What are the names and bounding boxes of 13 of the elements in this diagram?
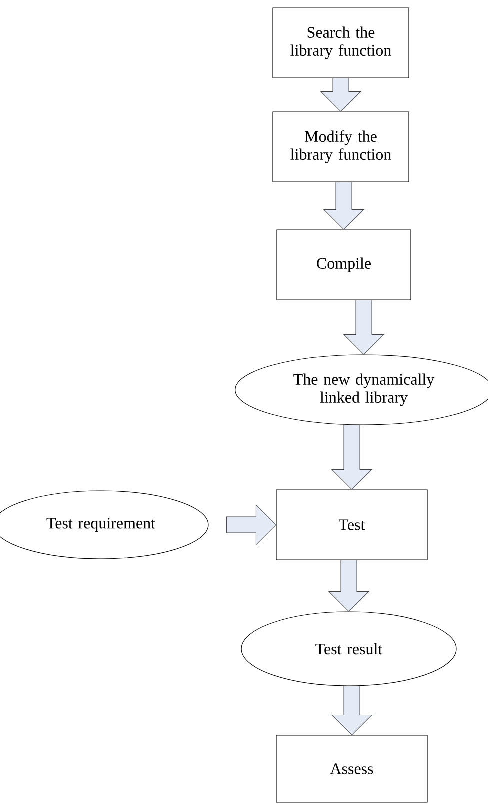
- process-box: Test: [276, 490, 428, 560]
- block-arrow: [332, 686, 372, 736]
- block-arrow: [328, 560, 370, 612]
- process-box: Modify the library function: [272, 112, 410, 182]
- process-box: Compile: [276, 230, 412, 300]
- process-box: Search the library function: [272, 8, 410, 78]
- block-arrow: [332, 425, 372, 490]
- block-arrow: [320, 78, 362, 112]
- process-box: Assess: [276, 735, 428, 803]
- block-arrow: [344, 300, 384, 355]
- block-arrow: [226, 504, 276, 546]
- oval-node: Test result: [241, 612, 457, 686]
- block-arrow: [324, 182, 364, 230]
